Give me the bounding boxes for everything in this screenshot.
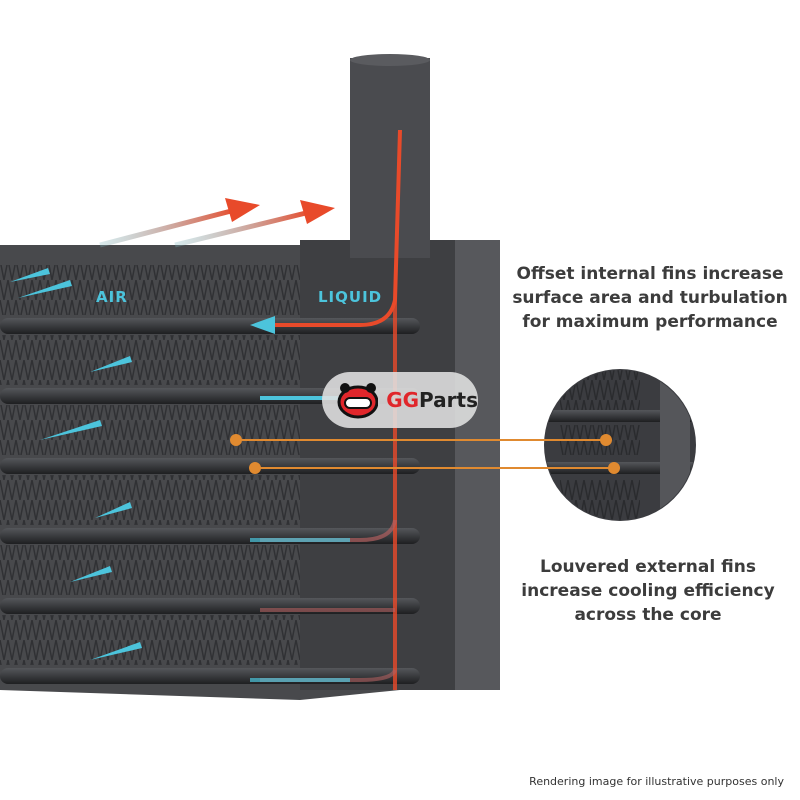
caption-internal-fins: Offset internal fins increase surface ar… <box>500 262 800 334</box>
liquid-arrowhead-icon <box>250 316 275 334</box>
brand-logo: GGParts <box>322 372 478 428</box>
caption-external-fins: Louvered external fins increase cooling … <box>498 555 798 627</box>
brand-name-b: Parts <box>419 388 478 412</box>
caption-line: increase cooling efficiency <box>521 581 775 601</box>
liquid-flow <box>250 129 402 690</box>
callout-lines <box>230 434 620 474</box>
air-label: AIR <box>96 288 128 306</box>
disclaimer: Rendering image for illustrative purpose… <box>529 775 784 788</box>
caption-line: Louvered external fins <box>540 557 756 577</box>
detail-magnifier <box>544 369 696 521</box>
cool-air-arrows <box>10 268 142 660</box>
caption-line: for maximum performance <box>522 312 778 332</box>
fin-rows <box>0 265 300 665</box>
inlet-pipe <box>350 54 430 258</box>
caption-line: surface area and turbulation <box>512 288 788 308</box>
liquid-label: LIQUID <box>318 288 383 306</box>
caption-line: Offset internal fins increase <box>516 264 784 284</box>
hot-air-arrows <box>99 198 335 248</box>
brand-name-a: GG <box>386 388 420 412</box>
caption-line: across the core <box>574 605 722 625</box>
pig-logo-icon <box>337 383 379 419</box>
